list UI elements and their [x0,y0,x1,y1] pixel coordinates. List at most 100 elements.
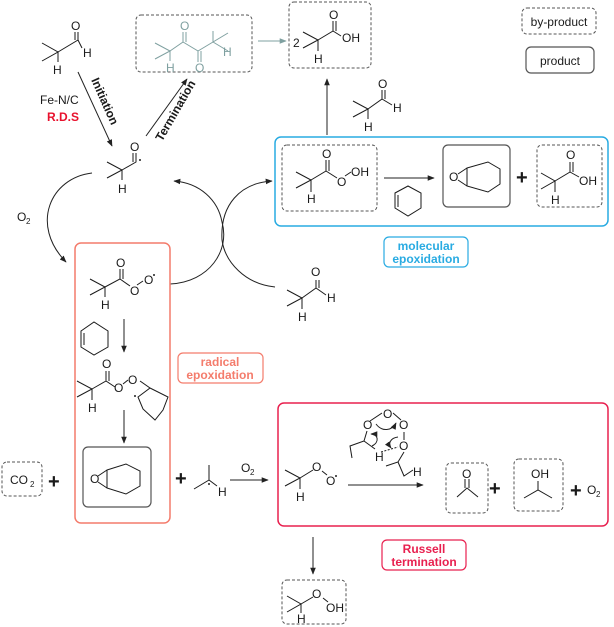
epoxide-molecular: O [449,161,501,193]
isopropyl-radical: H [193,465,227,499]
acylperoxy-radical: O O O H [89,256,155,312]
atom-O: O [322,147,331,161]
isobutyraldehyde-reagent-middle: O H H [286,265,336,324]
termination-label: Termination [152,78,198,144]
atom-H: H [166,61,175,75]
radical-dot [335,475,337,477]
o2-subscript: 2 [26,217,31,226]
initiation-arrow [77,71,113,147]
radical-epoxidation-label-line1: radical [201,355,240,369]
atom-O: O [90,472,99,486]
atom-H: H [393,101,402,115]
hydroperoxide-box [281,579,347,625]
atom-O: O [128,373,137,387]
molecular-epoxidation-tag [383,236,469,268]
o2-label: O [17,210,26,224]
peracid-box [281,144,378,212]
epoxide-radical: O [90,463,141,495]
atom-O: O [102,357,111,371]
initiation-label: Initiation [88,76,121,127]
isopropylperoxy-radical: O O H [284,460,337,504]
atom-H: H [218,485,227,499]
atom-O: O [311,265,320,279]
acid-coefficient: 2 [293,36,300,50]
atom-O: O [195,61,204,75]
atom-OH: OH [531,467,549,481]
acetone: O [456,467,479,498]
atom-H: H [298,310,307,324]
atom-H: H [327,291,336,305]
acid-top-box [288,1,372,69]
atom-H: H [314,52,323,66]
radical-dot [134,395,136,397]
atom-H: H [307,192,316,206]
atom-O: O [144,273,153,287]
plus-sign: + [489,478,501,500]
atom-H: H [413,465,422,479]
atom-O: O [399,418,408,432]
radical-epoxidation-label-line2: epoxidation [186,368,253,382]
o2-subscript: 2 [250,468,255,477]
epoxide-radical-product-box [82,446,152,508]
molecular-epoxidation-box [274,136,609,227]
atom-O: O [566,148,575,162]
o2-product-label: O [587,483,596,497]
legend-product-label: product [540,54,581,68]
diketone: O O H H [154,19,232,75]
peracid: O O OH H [295,147,369,206]
atom-O: O [378,77,387,91]
cyclohexene-reagent [394,185,422,217]
peroxy-cyclohexyl-radical: O O O H [76,357,169,421]
co2-subscript: 2 [30,480,35,489]
atom-O: O [363,418,372,432]
o2-addition-arrow [46,172,93,263]
co2-label: CO [10,473,28,487]
atom-H: H [101,298,110,312]
atom-O: O [449,170,458,184]
atom-O: O [399,439,408,453]
atom-O: O [114,381,123,395]
isopropanol-box [513,458,564,512]
plus-sign: + [48,471,60,493]
radical-epoxidation-tag [177,352,264,384]
atom-OH: OH [342,31,360,45]
atom-OH: OH [579,174,597,188]
atom-O: O [337,175,346,189]
tetroxide-intermediate: O O O O H H [349,407,422,479]
plus-sign: + [175,468,187,490]
atom-O: O [462,467,471,481]
legend-byproduct-label: by-product [531,15,588,29]
isopropyl-hydroperoxide: O OH H [286,587,344,626]
russell-label-line2: termination [391,555,456,569]
cyclohexene-radical-path [80,321,109,356]
atom-O: O [180,19,189,33]
atom-H: H [296,490,305,504]
atom-O: O [326,474,335,488]
radical-dot [208,483,210,485]
atom-H: H [297,612,306,626]
atom-H: H [53,63,62,77]
isobutyraldehyde-start: O H H [41,19,92,77]
acid-byproduct-box [536,144,603,208]
molecular-epoxidation-label-line2: epoxidation [392,252,459,266]
atom-H: H [223,45,232,59]
russell-termination-box [277,402,609,527]
radical-dot [153,274,155,276]
atom-O: O [71,19,80,33]
legend: by-product product [521,7,597,74]
isobutyraldehyde-reagent-top: O H H [352,77,402,134]
legend-product-box [525,46,595,74]
atom-H: H [375,450,384,464]
acyl-radical: O H [106,140,141,196]
isobutyric-acid-byproduct: O OH H [540,148,597,207]
atom-H: H [88,401,97,415]
o2-subscript: 2 [596,490,601,499]
atom-OH: OH [326,601,344,615]
electron-pushing-arrow [370,431,378,447]
atom-O: O [312,460,321,474]
legend-byproduct-box [521,7,597,35]
atom-H: H [83,46,92,60]
atom-H: H [364,120,373,134]
isobutyric-acid-top: O OH H [302,8,360,66]
